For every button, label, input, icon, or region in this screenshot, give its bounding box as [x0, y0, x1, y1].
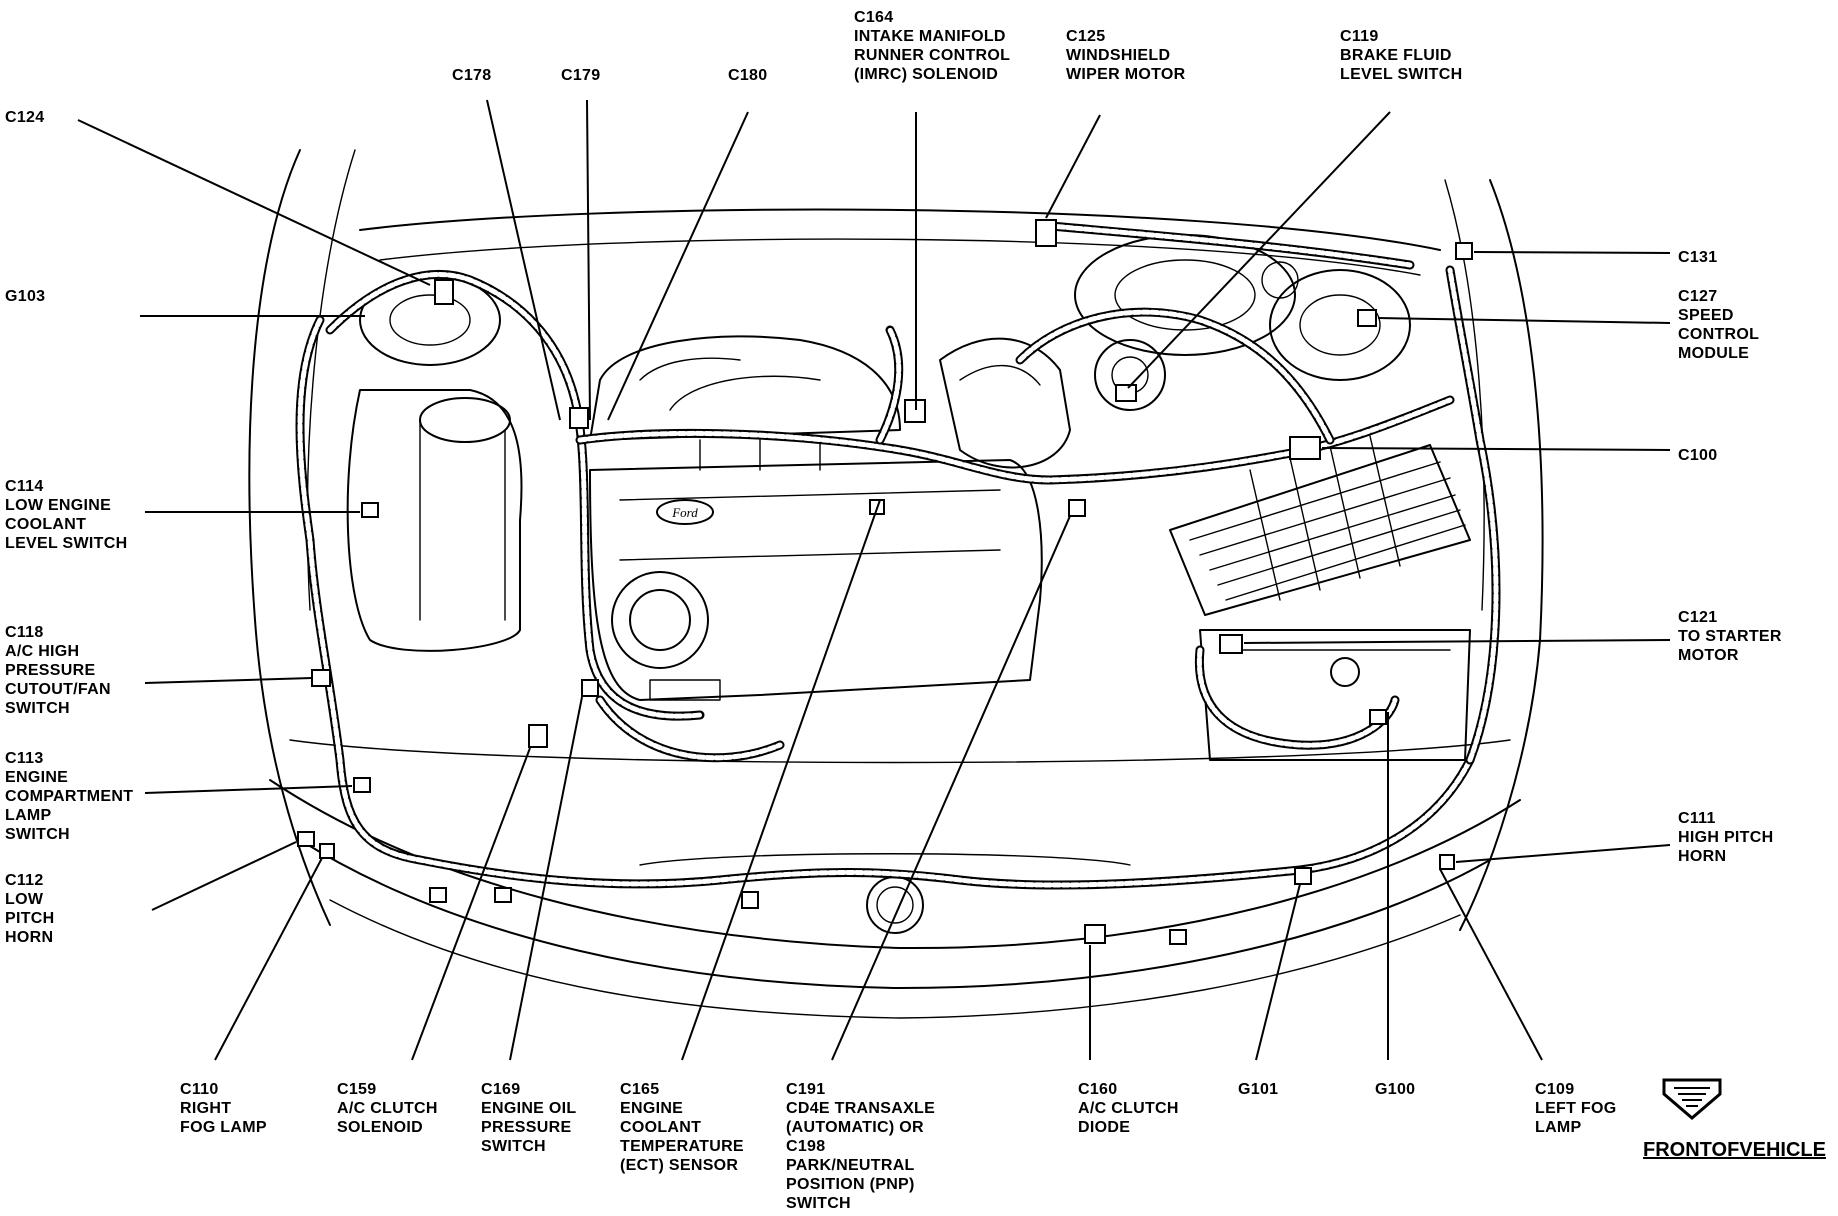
- leader-c178: [486, 99, 561, 421]
- label-c131: C131: [1678, 249, 1717, 266]
- label-c160: C160 A/C CLUTCH DIODE: [1078, 1081, 1184, 1136]
- front-of-vehicle-indicator: FRONTOFVEHICLE: [1643, 1078, 1826, 1161]
- label-c165: C165 ENGINE COOLANT TEMPERATURE (ECT) SE…: [620, 1081, 749, 1174]
- label-c119: C119 BRAKE FLUID LEVEL SWITCH: [1340, 28, 1462, 83]
- label-c180: C180: [728, 67, 767, 84]
- label-c100: C100: [1678, 447, 1717, 464]
- leader-c127: [1377, 317, 1671, 324]
- label-c110: C110 RIGHT FOG LAMP: [180, 1081, 267, 1136]
- leader-c169: [509, 696, 583, 1061]
- leader-g101: [1255, 883, 1301, 1061]
- connectors: [297, 219, 1473, 945]
- label-c125: C125 WINDSHIELD WIPER MOTOR: [1066, 28, 1186, 83]
- leader-c111: [1455, 844, 1671, 863]
- front-of-vehicle-label: FRONTOFVEHICLE: [1643, 1139, 1826, 1161]
- label-c112: C112 LOW PITCH HORN: [5, 872, 59, 946]
- coolant-reservoir: [346, 389, 523, 652]
- engine-badge: Ford: [671, 505, 698, 520]
- label-c114: C114 LOW ENGINE COOLANT LEVEL SWITCH: [5, 478, 127, 552]
- leader-c109: [1439, 868, 1543, 1061]
- label-g101: G101: [1238, 1081, 1278, 1098]
- leader-c121: [1243, 639, 1671, 644]
- leader-c179: [586, 99, 591, 421]
- label-c169: C169 ENGINE OIL PRESSURE SWITCH: [481, 1081, 581, 1155]
- intake-manifold: [589, 335, 901, 441]
- engine-cover: [589, 459, 1043, 701]
- leader-c125: [1045, 114, 1101, 219]
- front-arrow-icon: [1662, 1078, 1722, 1120]
- leader-c159: [411, 747, 531, 1061]
- leader-lines: [77, 99, 1671, 1061]
- leader-c110: [214, 857, 323, 1061]
- brake-booster: [1074, 234, 1296, 356]
- leader-c165: [681, 499, 881, 1061]
- leader-c118: [144, 677, 313, 684]
- left-strut-tower: [1269, 269, 1411, 381]
- label-c178: C178: [452, 67, 491, 84]
- label-g103: G103: [5, 288, 45, 305]
- label-c159: C159 A/C CLUTCH SOLENOID: [337, 1081, 443, 1136]
- radiator-cap: [866, 876, 924, 934]
- label-c127: C127 SPEED CONTROL MODULE: [1678, 288, 1764, 362]
- leader-c119: [1127, 111, 1391, 389]
- label-c109: C109 LEFT FOG LAMP: [1535, 1081, 1621, 1136]
- label-c164: C164 INTAKE MANIFOLD RUNNER CONTROL (IMR…: [854, 9, 1015, 83]
- air-intake-duct: [939, 337, 1071, 469]
- label-c111: C111 HIGH PITCH HORN: [1678, 810, 1778, 865]
- leader-c113: [144, 785, 353, 794]
- label-c113: C113 ENGINE COMPARTMENT LAMP SWITCH: [5, 750, 138, 843]
- label-c191: C191 CD4E TRANSAXLE (AUTOMATIC) OR C198 …: [786, 1081, 940, 1212]
- label-c118: C118 A/C HIGH PRESSURE CUTOUT/FAN SWITCH: [5, 624, 116, 717]
- left-fender-outline: [1459, 179, 1544, 931]
- battery: [1169, 444, 1471, 616]
- label-g100: G100: [1375, 1081, 1415, 1098]
- engine-bay-drawing: Ford: [248, 149, 1544, 1019]
- leader-c191: [831, 515, 1071, 1061]
- leader-c180: [607, 111, 749, 421]
- callout-labels: C124 G103 C178 C179 C180 C164 INTAKE MAN…: [5, 9, 1787, 1212]
- leader-c100: [1321, 447, 1671, 451]
- label-c179: C179: [561, 67, 600, 84]
- leader-c124: [77, 119, 431, 286]
- leader-c112: [151, 841, 297, 911]
- label-c124: C124: [5, 109, 44, 126]
- label-c121: C121 TO STARTER MOTOR: [1678, 609, 1787, 664]
- cowl-outline: [359, 208, 1441, 251]
- leader-c131: [1473, 251, 1671, 254]
